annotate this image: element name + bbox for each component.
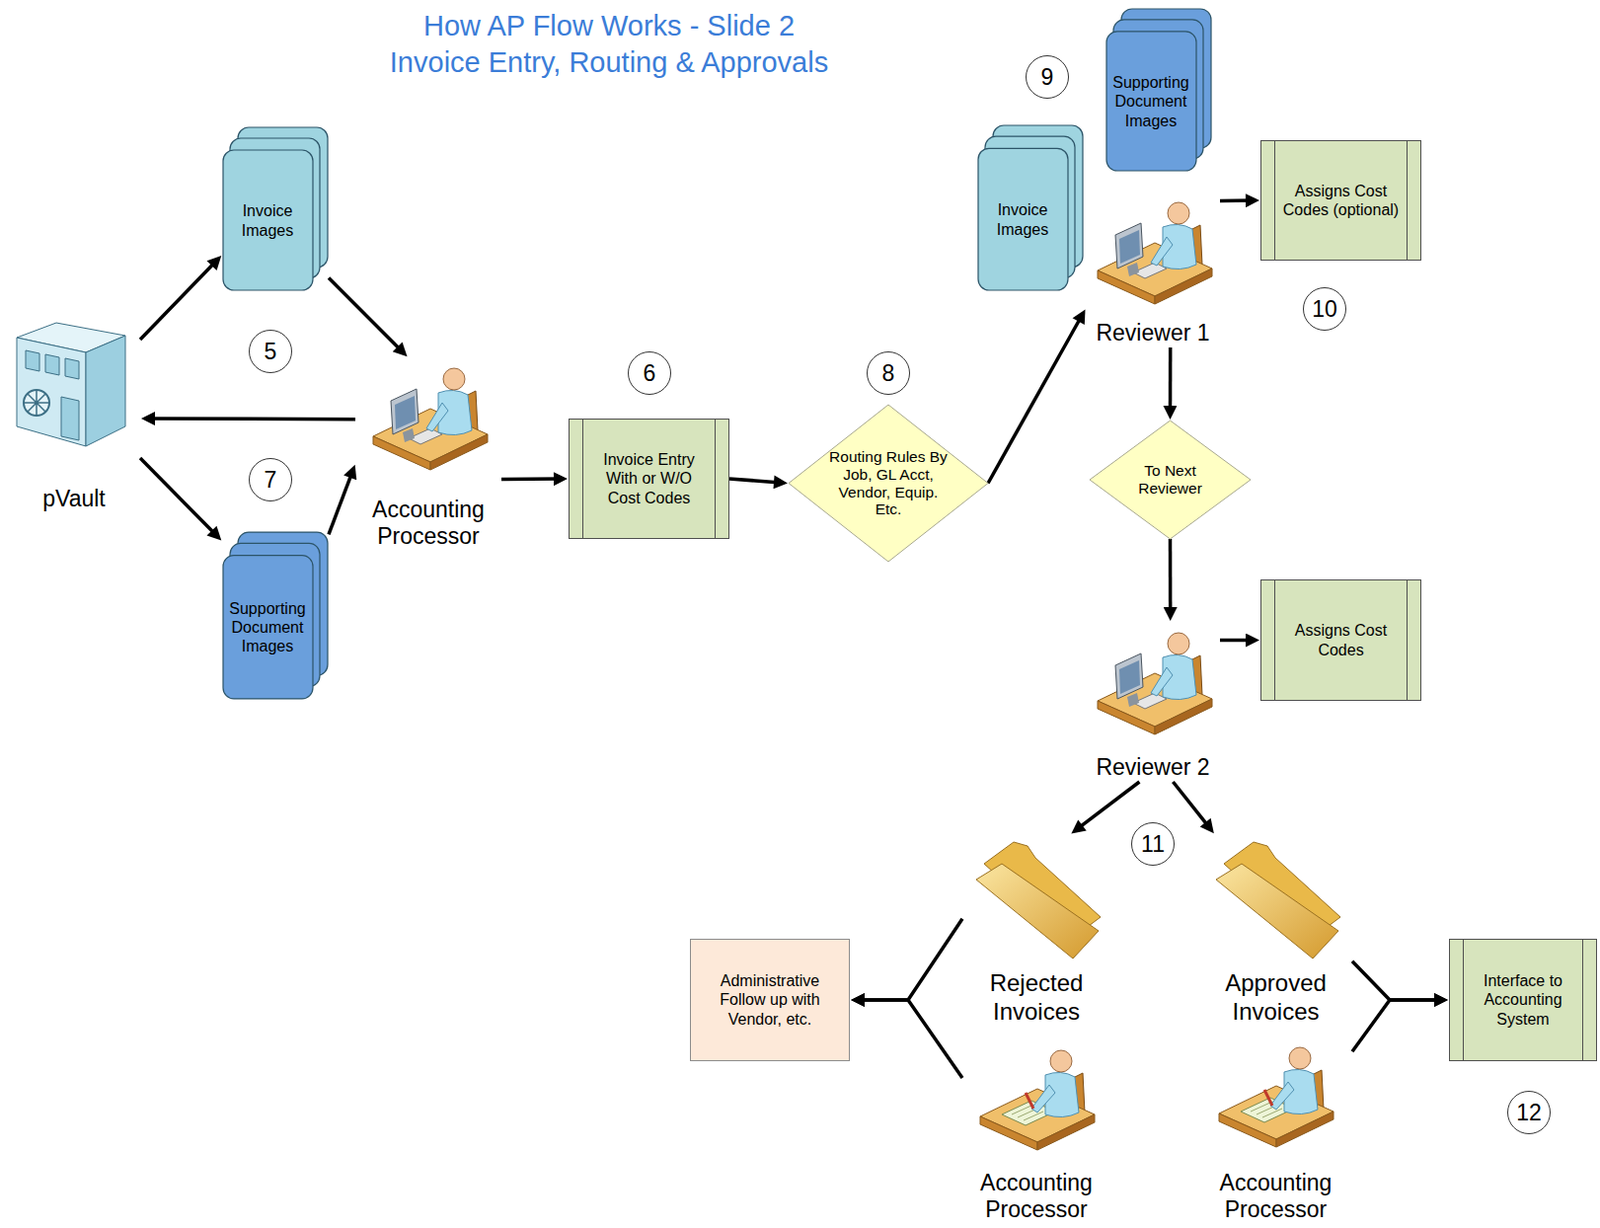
callout-number: 5 [248,329,293,374]
connector-arrow [140,260,217,340]
image-stack: Supporting Document Images [1105,7,1213,172]
connector-arrow [988,315,1082,484]
node-label: Reviewer 1 [1095,319,1210,348]
callout-number: 12 [1507,1090,1551,1135]
node-label: Assigns Cost Codes (optional) [1281,181,1401,220]
diamond-shape [788,404,989,562]
node-label: Invoice Entry With or W/O Cost Codes [589,450,709,508]
callout-number: 9 [1025,55,1069,99]
folder-icon [1216,841,1341,959]
clerk-icon [980,1050,1095,1150]
person-station: Reviewer 1 [1085,191,1220,348]
node-label: Accounting Processor [1199,1169,1353,1224]
callout-number: 7 [248,457,293,502]
node-label: Accounting Processor [962,1169,1111,1224]
invoice-folder: Rejected Invoices [962,834,1111,1027]
connector-arrow [729,478,781,483]
note-box: Administrative Follow up with Vendor, et… [689,938,850,1062]
connector-arrow [328,278,403,353]
image-stack: Supporting Document Images [222,531,329,700]
process-box: Interface to Accounting System [1448,938,1598,1062]
connector-arrow [1168,347,1173,413]
node-label: Supporting Document Images [1105,73,1197,131]
connector-arrow [1076,781,1141,830]
node-label: Invoice Images [977,200,1068,238]
person-station: Accounting Processor [355,357,502,551]
connector-arrow [857,918,963,1000]
node-label: Supporting Document Images [222,599,313,657]
callout-number: 10 [1302,287,1347,331]
person-icon [1097,202,1213,305]
image-stack: Invoice Images [977,124,1084,292]
person-station: Reviewer 2 [1085,621,1220,782]
connector-arrow [148,416,356,421]
node-label: Invoice Images [222,201,313,239]
node-label: Reviewer 2 [1095,754,1210,782]
folder-icon [976,841,1101,959]
person-station: Accounting Processor [1199,1038,1353,1224]
connector-arrow [1352,999,1442,1052]
clerk-icon [1219,1047,1334,1147]
node-label: Assigns Cost Codes [1281,620,1401,659]
node-label: Routing Rules By Job, GL Acct, Vendor, E… [824,448,952,519]
document-stack [1106,8,1212,171]
connector-arrow [1352,961,1442,1000]
process-box: Assigns Cost Codes [1260,579,1422,701]
connector-arrow [1219,638,1253,643]
connector-arrow [140,457,217,536]
connector-arrow [1172,781,1210,829]
image-stack: Invoice Images [222,126,329,292]
person-station: pVault [7,315,141,514]
decision-diamond: Routing Rules By Job, GL Acct, Vendor, E… [788,404,989,562]
invoice-stack [978,125,1083,291]
callout-number: 6 [627,351,672,395]
node-label: Administrative Follow up with Vendor, et… [702,971,838,1029]
invoice-stack [223,127,328,291]
connector-arrow [857,999,963,1078]
node-label: Interface to Accounting System [1469,971,1577,1029]
node-label: Rejected Invoices [962,969,1111,1027]
decision-diamond: To Next Reviewer [1089,420,1251,539]
node-label: pVault [42,485,106,514]
connector-arrow [328,470,353,534]
connector-arrow [1168,538,1173,614]
diamond-shape [1089,420,1251,539]
process-box: Assigns Cost Codes (optional) [1260,140,1422,261]
node-label: Accounting Processor [355,496,502,551]
person-station: Accounting Processor [962,1041,1111,1224]
person-icon [1097,632,1213,735]
invoice-folder: Approved Invoices [1199,834,1353,1027]
document-stack [223,532,328,699]
node-label: To Next Reviewer [1118,461,1221,498]
node-label: Approved Invoices [1199,969,1353,1027]
callout-number: 8 [866,351,911,395]
connector-arrow [1219,198,1253,203]
connector-arrow [501,476,561,481]
diagram-title: How AP Flow Works - Slide 2 Invoice Entr… [386,7,832,81]
vault-building-icon [16,322,126,447]
person-icon [373,368,488,470]
process-box: Invoice Entry With or W/O Cost Codes [568,418,730,539]
callout-number: 11 [1131,822,1175,866]
